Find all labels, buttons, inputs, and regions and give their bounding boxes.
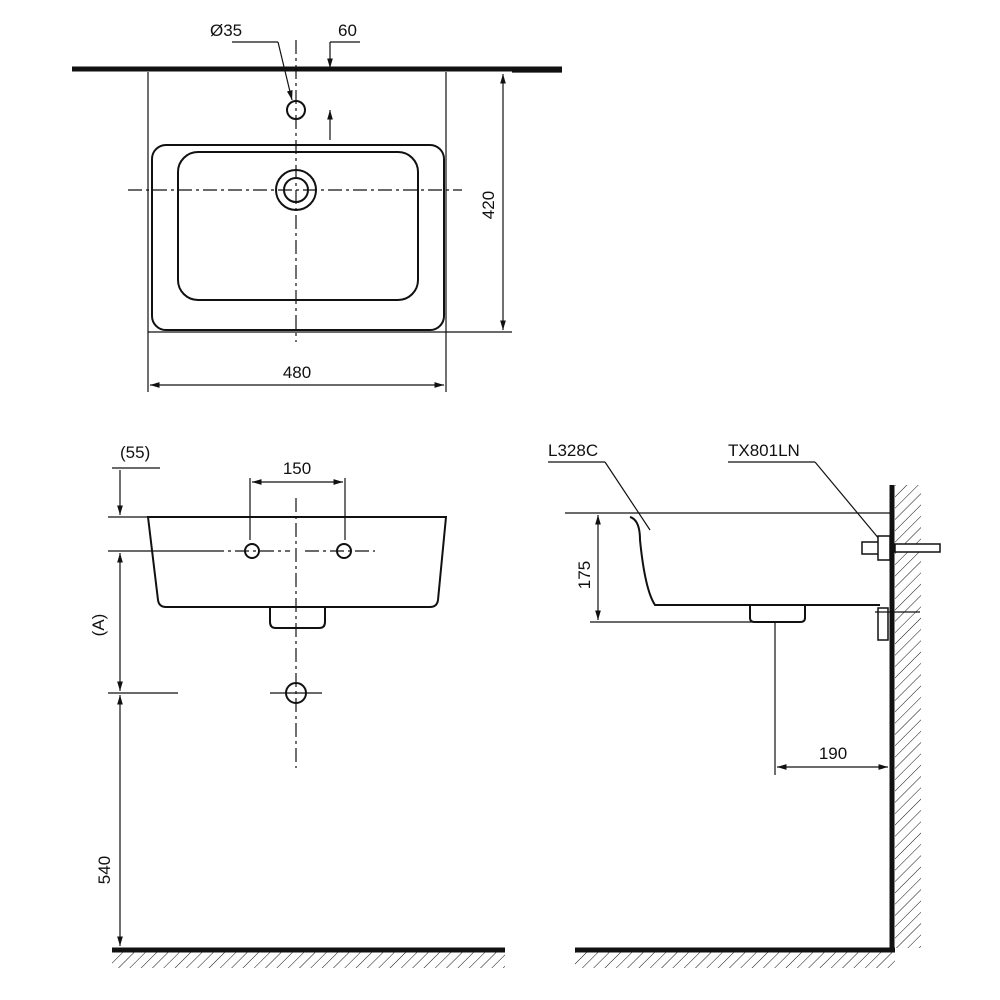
basin-bowl	[177, 151, 419, 301]
fitting-model-label: TX801LN	[728, 441, 800, 460]
depth-label: 420	[479, 191, 498, 219]
hole-diameter-label: Ø35	[210, 21, 242, 40]
hole-offset-label: 60	[338, 21, 357, 40]
drain-wall-distance-label: 190	[819, 744, 847, 763]
variable-height-label: (A)	[89, 614, 108, 637]
bolt-spacing-label: 150	[283, 459, 311, 478]
trap-cover	[269, 607, 326, 629]
basin-outer-outline	[147, 72, 447, 333]
top-offset-label: (55)	[120, 443, 150, 462]
basin-rim	[151, 144, 445, 331]
wall-fitting-icon	[861, 535, 941, 641]
basin-model-label: L328C	[548, 441, 598, 460]
basin-height-label: 175	[575, 561, 594, 589]
width-label: 480	[283, 363, 311, 382]
basin-front-outline	[146, 516, 448, 608]
side-view: 175 190 L328C TX801LN	[548, 441, 941, 968]
floor-height-label: 540	[95, 856, 114, 884]
top-view: Ø35 60 420 480	[72, 21, 562, 392]
basin-side-profile	[629, 516, 880, 606]
front-view: 150 (55) (A) 540	[89, 443, 505, 968]
